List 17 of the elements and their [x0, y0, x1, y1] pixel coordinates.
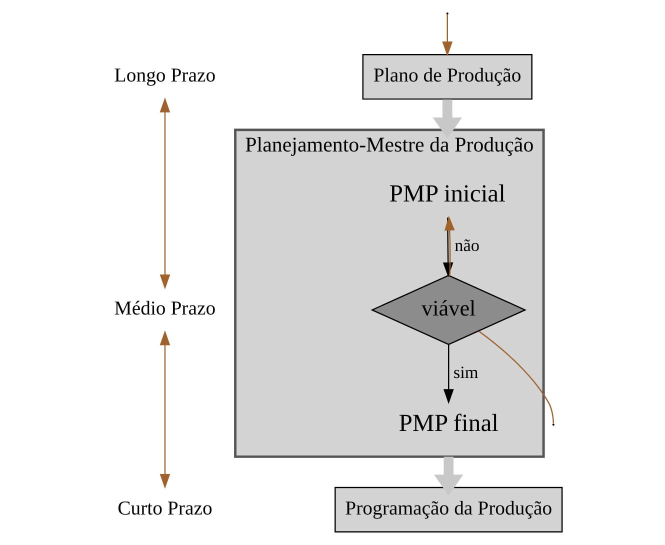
arrow — [432, 99, 462, 138]
node-text: PMP inicial — [388, 180, 505, 208]
node-diamond: viável — [370, 274, 526, 346]
node-box: Plano de Produção — [362, 54, 532, 100]
edge-label: sim — [452, 363, 478, 382]
node-text: Longo Prazo — [114, 64, 216, 87]
arrow — [159, 98, 170, 290]
node-text: Médio Prazo — [114, 298, 216, 320]
arrow — [159, 330, 170, 489]
node-box: Programação da Produção — [334, 486, 562, 533]
arrow — [442, 14, 452, 56]
edge-label: não — [454, 236, 480, 255]
arrow — [442, 344, 454, 404]
arrow — [433, 456, 463, 496]
node-text: PMP final — [398, 410, 498, 437]
node-text: Curto Prazo — [117, 497, 212, 520]
connector — [478, 330, 554, 424]
